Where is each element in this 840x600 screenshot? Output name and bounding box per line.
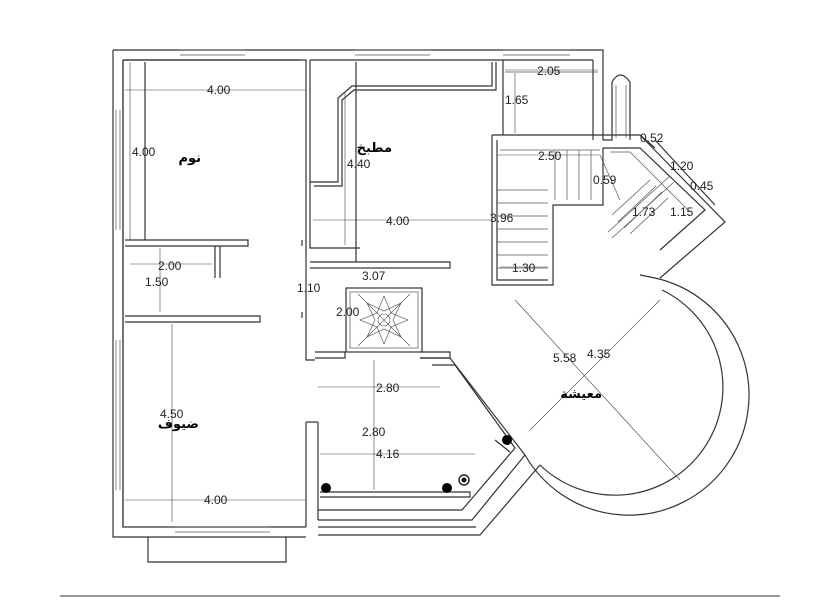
dim-bath-width: 2.00 bbox=[158, 259, 182, 273]
dim-kitchen-width: 4.00 bbox=[386, 214, 410, 228]
outer-walls bbox=[112, 49, 631, 563]
living-area-walls bbox=[318, 274, 750, 536]
dim-bed-width: 4.00 bbox=[207, 83, 231, 97]
dimension-lines bbox=[125, 62, 681, 522]
dim-corridor-width: 1.10 bbox=[297, 281, 321, 295]
dim-living-b: 4.35 bbox=[587, 347, 611, 361]
dim-stair-depth: 0.59 bbox=[593, 173, 617, 187]
dim-hall-width: 2.80 bbox=[376, 381, 400, 395]
room-label-bedroom: نوم bbox=[178, 151, 201, 166]
dim-stair-bottom: 1.30 bbox=[512, 261, 536, 275]
room-label-living: معيشة bbox=[560, 387, 602, 402]
dim-bath-height: 1.50 bbox=[145, 275, 169, 289]
room-label-guests: ضيوف bbox=[158, 417, 199, 432]
dim-light-well-width: 3.07 bbox=[362, 269, 386, 283]
dim-corner-b: 1.20 bbox=[670, 159, 694, 173]
dim-kitchen-height: 4.40 bbox=[347, 157, 371, 171]
light-well bbox=[345, 287, 423, 353]
staircase bbox=[491, 134, 726, 286]
dim-stair-width: 2.50 bbox=[538, 149, 562, 163]
dim-corner-c: 0.45 bbox=[690, 179, 714, 193]
light-fixtures bbox=[321, 435, 512, 493]
dim-corner-a: 0.52 bbox=[640, 131, 664, 145]
dim-living-a: 5.58 bbox=[553, 351, 577, 365]
dim-hall-height: 2.80 bbox=[362, 425, 386, 439]
interior-walls bbox=[125, 59, 598, 527]
dim-corner-e: 1.15 bbox=[670, 205, 694, 219]
dim-stair-length: 3.96 bbox=[490, 211, 514, 225]
dim-guest-height: 4.50 bbox=[160, 407, 184, 421]
room-label-kitchen: مطبخ bbox=[357, 141, 392, 156]
dim-bed-height: 4.00 bbox=[132, 145, 156, 159]
dimension-labels: 4.00 4.00 4.40 4.00 2.05 1.65 2.50 0.59 … bbox=[132, 64, 714, 507]
dim-top-right-height: 1.65 bbox=[505, 93, 529, 107]
dim-light-well-height: 2.00 bbox=[336, 305, 360, 319]
dim-guest-width: 4.00 bbox=[204, 493, 228, 507]
dim-corner-d: 1.73 bbox=[632, 205, 656, 219]
room-labels: نوم مطبخ ضيوف معيشة bbox=[158, 141, 602, 432]
dim-hall-bottom: 4.16 bbox=[376, 447, 400, 461]
dim-top-right-width: 2.05 bbox=[537, 64, 561, 78]
